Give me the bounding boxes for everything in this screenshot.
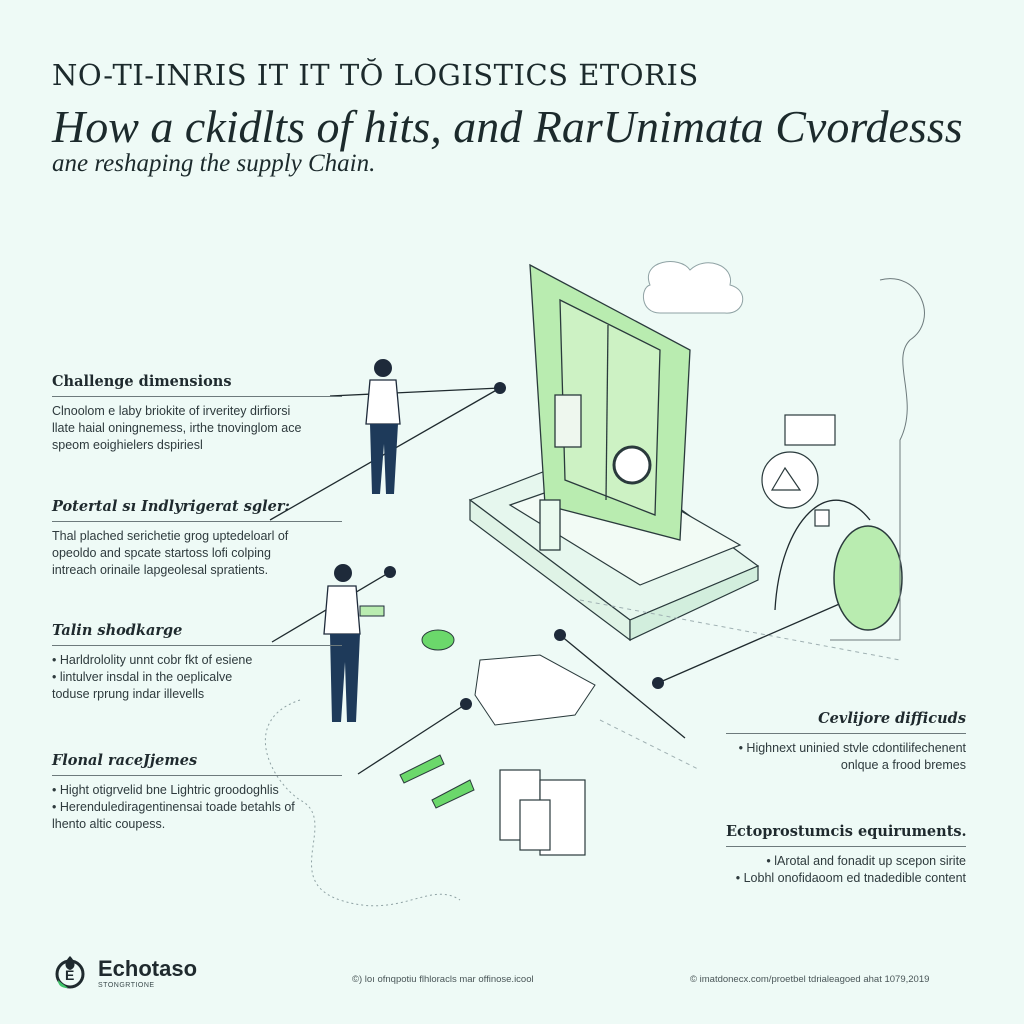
section-heading: Flonal raceJjemes — [52, 752, 342, 776]
connector-dot — [494, 382, 506, 394]
brand-name: Echotaso — [98, 955, 198, 981]
section-line: lhento altic coupess. — [52, 817, 166, 831]
section-challenge-dimensions: Challenge dimensions Clnoolom e laby bri… — [52, 373, 342, 454]
coin-icon — [421, 629, 455, 651]
brand-logo: E Echotaso STONGRTIONE — [50, 952, 197, 992]
section-heading: Ectoprostumcis equiruments. — [726, 823, 967, 847]
section-line: • Harldrololity unnt cobr fkt of esiene — [52, 653, 253, 667]
connector-line — [329, 387, 501, 397]
connector-line — [357, 703, 467, 775]
section-line: intreach orinaile lapgeolesal spratients… — [52, 563, 269, 577]
connector-dot — [652, 677, 664, 689]
section-line: onlque a frood bremes — [840, 758, 966, 772]
connector-dots — [384, 382, 664, 710]
section-heading: Potertal sı Indlyrigerat sgler: — [52, 498, 342, 522]
section-regional: Flonal raceJjemes • Hight otigrvelid bne… — [52, 752, 342, 833]
section-line: • Lobhl onofidaoom ed tnadedible content — [735, 871, 966, 885]
section-right-1: Cevlijore difficuds • Highnext uninied s… — [706, 710, 966, 774]
footer-note: ©) loı ofnqpotiu flhloracls mar offinose… — [352, 974, 534, 985]
cloud-icon — [642, 261, 744, 314]
section-line: • Highnext uninied stvle cdontilifechene… — [738, 741, 966, 755]
page-subtitle: ane reshaping the supply Chain. — [52, 150, 376, 177]
section-line: llate haial oningnemess, irthe tnovinglo… — [52, 421, 302, 435]
kicker-heading: NO-TI-INRIS IT IT TŎ LOGISTICS ETORIS — [52, 58, 699, 92]
section-heading: Cevlijore difficuds — [726, 710, 966, 734]
connector-line — [774, 499, 871, 611]
brand-leaf-icon: E — [55, 956, 85, 989]
section-line: Clnoolom e laby briokite of irveritey di… — [52, 404, 291, 418]
section-heading: Challenge dimensions — [52, 373, 342, 397]
map-icon — [474, 654, 596, 726]
page-title: How a ckidlts of hits, and RarUnimata Cv… — [52, 101, 963, 152]
person-holding-tablet-icon — [323, 564, 385, 722]
luggage-icon — [499, 769, 586, 856]
svg-text:E: E — [65, 967, 74, 983]
connector-dot — [554, 629, 566, 641]
connector-line — [657, 594, 861, 684]
section-line: Thal plached serichetie grog uptedeloarl… — [52, 529, 289, 543]
section-line: opeoldo and spcate startoss lofi colping — [52, 546, 271, 560]
section-line: toduse rprung indar illevells — [52, 687, 205, 701]
ground-grid — [579, 599, 901, 771]
section-talent-shortage: Talin shodkarge • Harldrololity unnt cob… — [52, 622, 342, 703]
section-heading: Talin shodkarge — [52, 622, 342, 646]
connector-lines — [269, 387, 871, 775]
section-line: • Herendulediragentinensai toade betahls… — [52, 800, 295, 814]
section-line: speom eoighielers dspiriesl — [52, 438, 203, 452]
connector-line — [559, 634, 686, 739]
section-line: • lArotal and fonadit up scepon sirite — [766, 854, 966, 868]
brand-tagline: STONGRTIONE — [98, 981, 155, 989]
connector-dot — [460, 698, 472, 710]
gear-device — [761, 414, 836, 527]
route-line — [830, 278, 925, 641]
section-right-2: Ectoprostumcis equiruments. • lArotal an… — [706, 823, 967, 887]
section-line: • Hight otigrvelid bne Lightric groodogh… — [52, 783, 279, 797]
person-standing-icon — [365, 359, 401, 494]
section-line: • lintulver insdal in the oeplicalve — [52, 670, 233, 684]
section-potential: Potertal sı Indlyrigerat sgler: Thal pla… — [52, 498, 342, 579]
footer-copyright: © imatdonecx.com/proetbel tdrialeagoed a… — [690, 974, 930, 985]
green-disc — [833, 525, 903, 631]
green-tags — [399, 754, 475, 809]
connector-dot — [384, 566, 396, 578]
display-panel — [529, 263, 691, 551]
